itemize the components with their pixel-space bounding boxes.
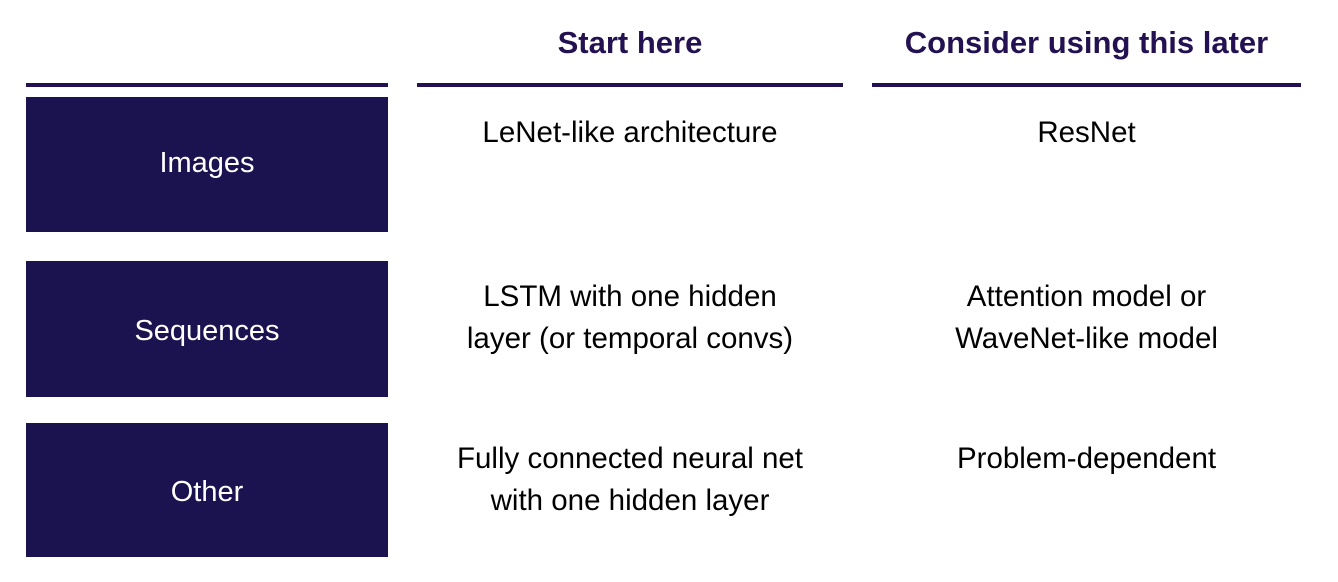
table-row: Images LeNet-like architecture ResNet <box>0 97 1338 232</box>
column-header-consider-later: Consider using this later <box>904 25 1269 60</box>
row-label-text: Other <box>170 476 244 508</box>
row-label-text: Images <box>159 146 255 179</box>
cell-consider-later-other: Problem-dependent <box>866 423 1307 480</box>
cell-line: LeNet-like architecture <box>482 116 778 149</box>
row-label-text: Sequences <box>134 315 280 347</box>
cell-start-here-sequences: LSTM with one hidden layer (or temporal … <box>410 261 850 360</box>
table-row: Other Fully connected neural net with on… <box>0 423 1338 557</box>
cell-line: LSTM with one hidden <box>483 280 777 313</box>
row-label-box-images: Images <box>26 97 388 232</box>
header-rule-consider-later <box>872 83 1301 87</box>
header-rule-category <box>26 83 388 87</box>
table-header-row: Start here Consider using this later <box>0 0 1338 86</box>
cell-line: layer (or temporal convs) <box>466 322 794 355</box>
cell-start-here-images: LeNet-like architecture <box>410 97 850 154</box>
cell-line: Fully connected neural net <box>456 442 804 475</box>
cell-line: WaveNet-like model <box>955 322 1218 355</box>
cell-consider-later-sequences: Attention model or WaveNet-like model <box>866 261 1307 360</box>
header-rule-start-here <box>417 83 843 87</box>
cell-line: ResNet <box>1037 116 1136 149</box>
table-row: Sequences LSTM with one hidden layer (or… <box>0 261 1338 397</box>
cell-start-here-other: Fully connected neural net with one hidd… <box>410 423 850 522</box>
column-header-start-here: Start here <box>557 25 703 60</box>
row-label-box-sequences: Sequences <box>26 261 388 397</box>
cell-line: with one hidden layer <box>490 484 770 517</box>
cell-line: Attention model or <box>966 280 1207 313</box>
cell-consider-later-images: ResNet <box>866 97 1307 154</box>
row-label-box-other: Other <box>26 423 388 557</box>
cell-line: Problem-dependent <box>956 442 1217 475</box>
